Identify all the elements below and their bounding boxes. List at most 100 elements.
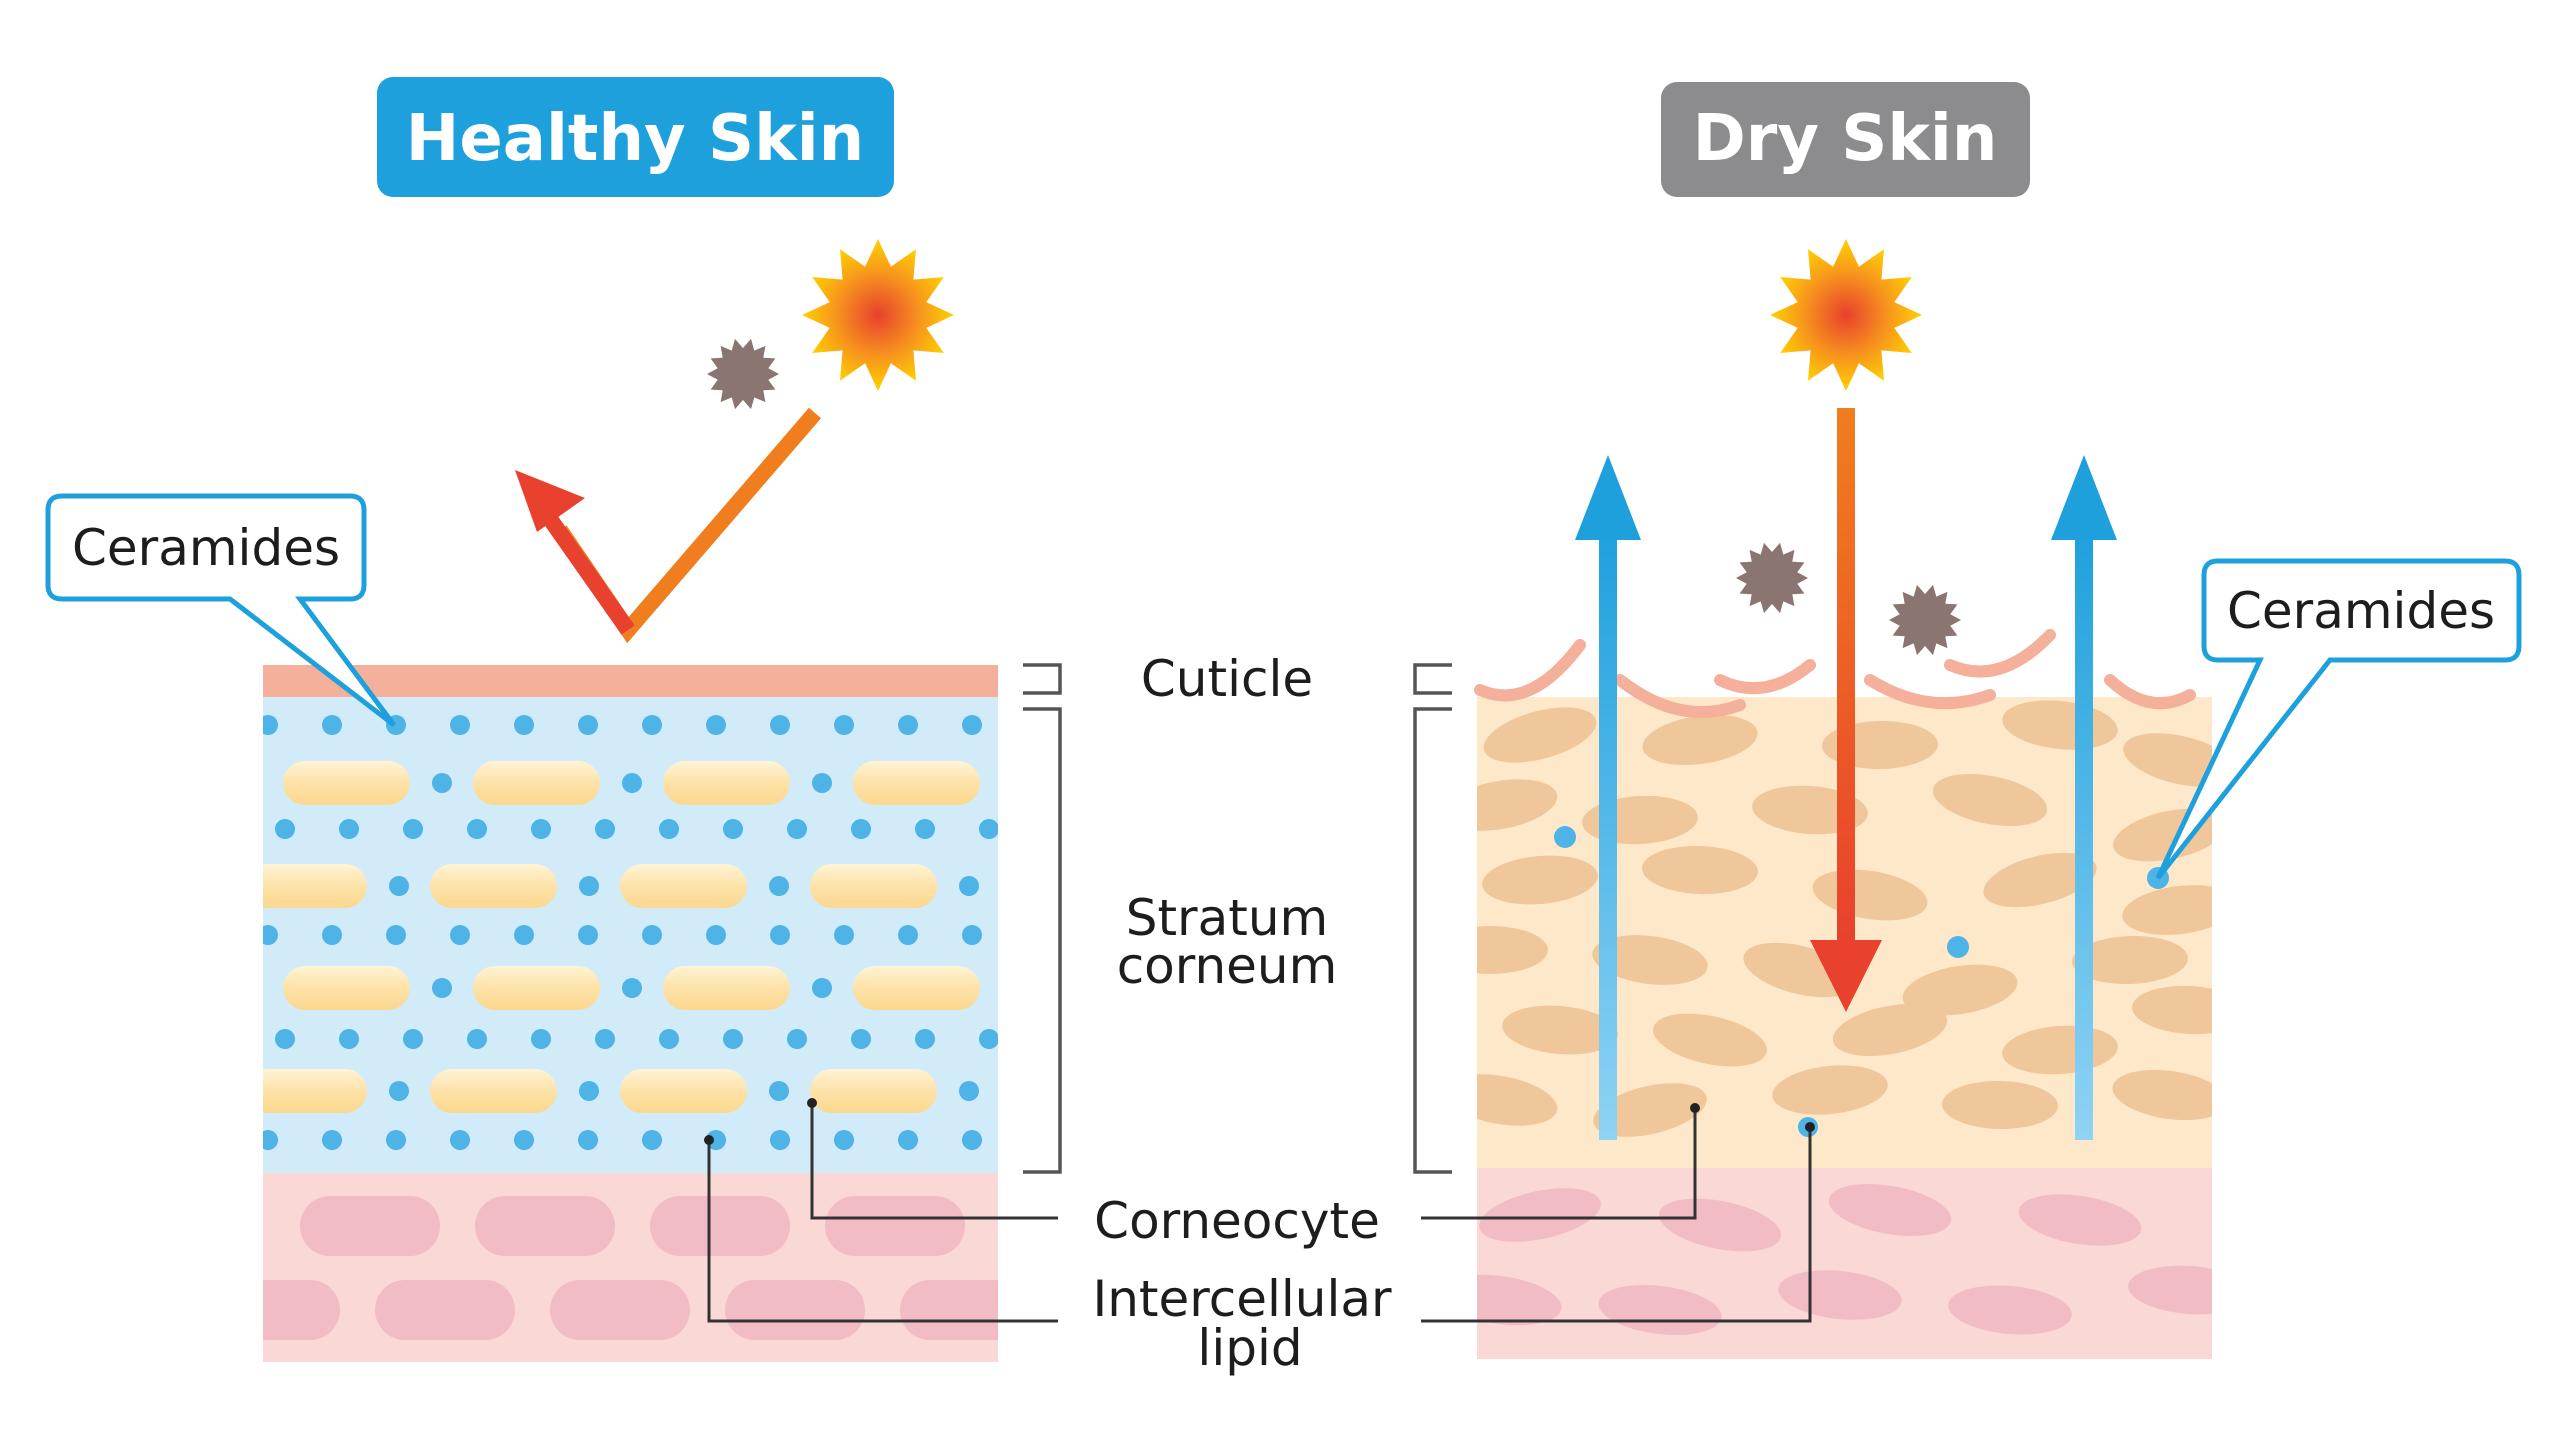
corneocyte-cell	[1477, 926, 1548, 974]
healthy-corneocyte-leader	[810, 1103, 1058, 1220]
healthy-pollutant-icon	[707, 338, 779, 410]
dry-skin-panel: Dry Skin Ceramides	[1413, 82, 2522, 1359]
ceramide-dot	[723, 819, 743, 839]
ceramide-dot	[812, 773, 832, 793]
corneocyte-cell	[1477, 1074, 1558, 1126]
corneocyte-cell	[1642, 845, 1758, 895]
dermis-cell	[375, 1280, 515, 1340]
dermis-cell	[1948, 1285, 2072, 1335]
dry-lipid-leader	[1421, 1127, 1812, 1323]
ceramide-dot	[834, 925, 854, 945]
ceramide-dot	[622, 978, 642, 998]
ceramide-dot	[770, 715, 790, 735]
ceramide-dot	[787, 819, 807, 839]
ceramide-dot	[579, 876, 599, 896]
ceramide-dot	[959, 1081, 979, 1101]
dry-sun-icon	[1770, 239, 1922, 391]
dermis-cell	[1479, 1188, 1601, 1242]
dermis-cell	[1477, 1274, 1562, 1326]
ceramide-dot	[706, 925, 726, 945]
corneocyte-cell	[263, 1069, 367, 1113]
lipid-label-line1: Intercellular	[1092, 1270, 1392, 1328]
corneocyte-cell	[283, 966, 410, 1010]
dermis-cell	[475, 1196, 615, 1256]
corneocyte-cell	[853, 761, 980, 805]
dry-skin-title: Dry Skin	[1693, 102, 1998, 176]
ceramide-dot	[578, 715, 598, 735]
ceramide-dot	[263, 925, 278, 945]
ceramide-dot	[403, 819, 423, 839]
dermis-cell	[725, 1280, 865, 1340]
healthy-lipid-leader	[707, 1140, 1058, 1323]
ceramide-dot	[514, 1130, 534, 1150]
dermis-cell	[2128, 1265, 2212, 1315]
ceramide-dot	[851, 1029, 871, 1049]
dry-pollutant-icon-2	[1889, 584, 1961, 656]
healthy-cuticle-layer	[263, 665, 998, 697]
ceramide-dot	[514, 925, 534, 945]
ceramide-dot	[769, 1081, 789, 1101]
healthy-skin-panel: Healthy Skin Ceramides	[9, 77, 1062, 1362]
cuticle-scale	[2104, 674, 2196, 710]
ceramide-dot	[979, 819, 998, 839]
dry-stratum-bracket	[1413, 707, 1452, 1174]
ceramide-dot	[322, 925, 342, 945]
ceramide-dot	[898, 925, 918, 945]
corneocyte-cell	[1653, 1013, 1767, 1067]
corneocyte-cell	[1942, 1080, 2058, 1130]
corneocyte-cell	[283, 761, 410, 805]
corneocyte-label: Corneocyte	[1094, 1192, 1380, 1250]
corneocyte-cell	[2072, 935, 2188, 985]
ceramide-dot	[915, 1029, 935, 1049]
ceramide-dot	[389, 1081, 409, 1101]
ceramide-dot	[962, 715, 982, 735]
ceramide-dot	[275, 819, 295, 839]
dry-pollutant-icon	[1736, 542, 1808, 614]
healthy-stratum-bracket	[1023, 707, 1062, 1174]
corneocyte-cell	[1483, 707, 1597, 763]
ceramide-dot	[834, 1130, 854, 1150]
ceramide-dot	[659, 819, 679, 839]
ceramide-dot	[322, 715, 342, 735]
dry-skin-badge: Dry Skin	[1661, 82, 2030, 197]
ceramide-dot	[9, 876, 29, 896]
ceramide-dot	[851, 819, 871, 839]
ceramide-dot	[450, 1130, 470, 1150]
ceramide-dot	[642, 1130, 662, 1150]
ceramide-dot	[706, 1130, 726, 1150]
corneocyte-cell	[430, 1069, 557, 1113]
ceramide-dot	[199, 1081, 219, 1101]
ceramide-dot	[579, 1081, 599, 1101]
corneocyte-cell	[2112, 1069, 2212, 1121]
corneocyte-cell	[50, 864, 177, 908]
water-loss-arrow-right-icon	[2051, 455, 2117, 1140]
dermis-cell	[650, 1196, 790, 1256]
ceramide-dot	[770, 925, 790, 945]
ceramide-dot	[595, 819, 615, 839]
healthy-cell-pattern	[9, 715, 1022, 1340]
ceramide-dot	[9, 1081, 29, 1101]
ceramide-dot	[275, 1029, 295, 1049]
cuticle-scale	[1714, 659, 1816, 695]
ceramide-dot	[578, 925, 598, 945]
corneocyte-cell	[1593, 1083, 1707, 1137]
corneocyte-cell	[1983, 852, 2097, 908]
ceramide-dot	[386, 925, 406, 945]
ceramide-dot	[339, 1029, 359, 1049]
healthy-skin-badge: Healthy Skin	[377, 77, 894, 197]
stratum-label-line1: Stratum	[1126, 889, 1329, 947]
ceramide-dot	[467, 819, 487, 839]
ceramide-dot	[339, 819, 359, 839]
corneocyte-cell	[1502, 1005, 1618, 1055]
ceramide-dot	[386, 1130, 406, 1150]
water-loss-arrow-left-icon	[1575, 455, 1641, 1140]
ceramide-dot	[642, 925, 662, 945]
ceramide-dot	[769, 876, 789, 896]
corneocyte-cell	[620, 864, 747, 908]
ceramide-dot	[531, 819, 551, 839]
ceramide-dot	[962, 925, 982, 945]
dermis-cell	[825, 1196, 965, 1256]
healthy-sun-icon	[802, 239, 954, 391]
ceramide-dot	[622, 773, 642, 793]
ceramide-dot	[1002, 773, 1022, 793]
